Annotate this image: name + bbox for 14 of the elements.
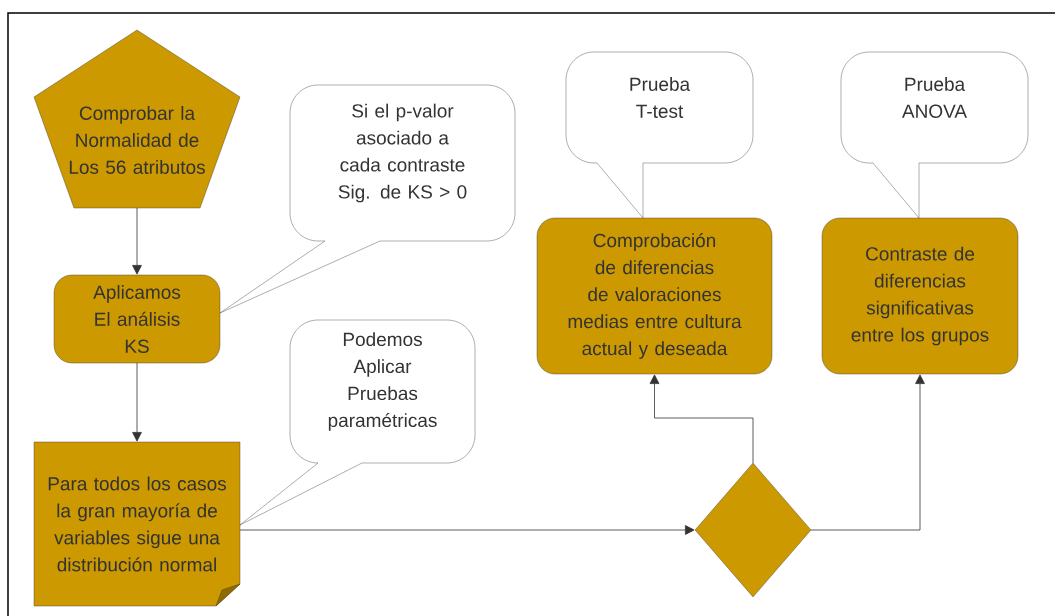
speech-bubble: Si el p-valor asociado a cada contraste Sig. de KS > 0: [219, 84, 516, 314]
decision-diamond: [694, 462, 812, 598]
speech-bubble: Podemos Aplicar Pruebas paramétricas: [239, 319, 476, 526]
arrow: [132, 207, 142, 275]
speech-bubble: Prueba T-test: [565, 51, 754, 219]
arrow: [239, 525, 695, 535]
process-box: Contraste de diferencias significativas entre los grupos: [821, 217, 1019, 375]
speech-bubble: Prueba ANOVA: [840, 51, 1029, 219]
note-box: Para todos los casos la gran mayoría de variables sigue una distribución normal: [33, 441, 241, 607]
process-box: Comprobación de diferencias de valoraciones medias entre cultura actual y deseada: [536, 217, 773, 375]
arrow: [132, 362, 142, 442]
arrow: [649, 374, 754, 464]
process-box: Aplicamos El análisis KS: [53, 274, 221, 364]
arrow: [810, 374, 925, 531]
